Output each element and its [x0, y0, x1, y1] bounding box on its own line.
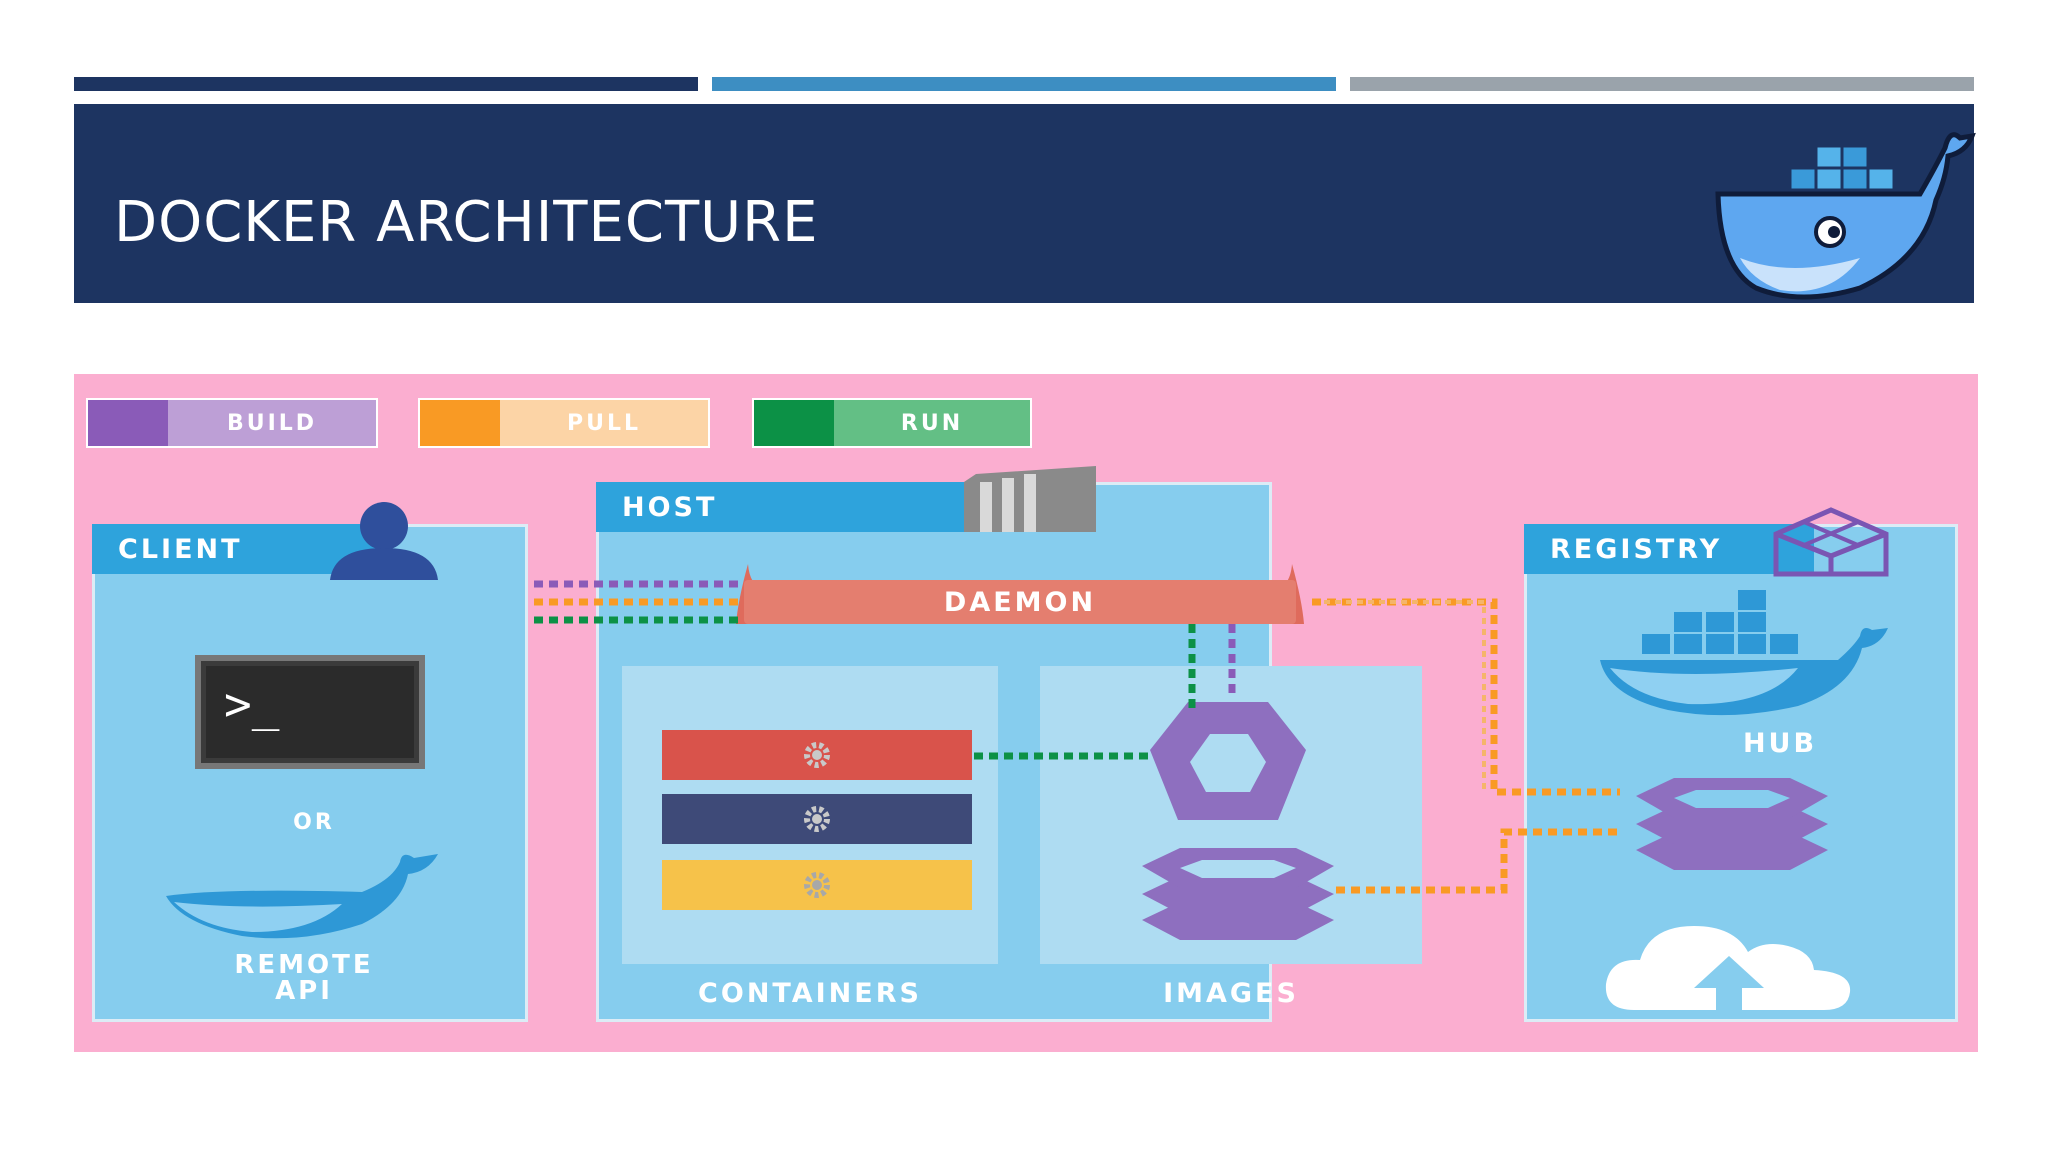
connector-lines [534, 580, 1620, 894]
host-tab: HOST [596, 482, 972, 532]
top-bar-1 [74, 77, 698, 91]
remote-api-label-line1: REMOTE [234, 950, 374, 980]
client-panel [92, 524, 528, 1022]
docker-whale-logo-icon [1715, 132, 1976, 300]
daemon-label: DAEMON [944, 587, 1096, 618]
hub-whale-icon [1600, 590, 1888, 716]
page-title: DOCKER ARCHITECTURE [114, 190, 819, 255]
gear-icon [804, 872, 830, 898]
legend-build-swatch [88, 400, 168, 446]
container-red [662, 730, 972, 780]
legend-pull-swatch [420, 400, 500, 446]
cloud-upload-icon [1605, 926, 1851, 1010]
hub-label: HUB [1742, 728, 1818, 759]
hub-image-stack-icon [1636, 778, 1828, 870]
legend-build-label: BUILD [168, 400, 376, 446]
legend-pull-label: PULL [500, 400, 708, 446]
legend-run: RUN [752, 398, 1032, 448]
top-bar-3 [1350, 77, 1974, 91]
legend-build: BUILD [86, 398, 378, 448]
containers-label: CONTAINERS [698, 978, 922, 1009]
container-navy [662, 794, 972, 844]
client-or-label: OR [293, 810, 335, 835]
user-icon [330, 502, 438, 580]
gear-icon [804, 806, 830, 832]
gear-icon [804, 742, 830, 768]
remote-api-label-line2: API [275, 976, 333, 1006]
top-bar-2 [712, 77, 1336, 91]
registry-cube-icon [1773, 507, 1889, 577]
daemon-banner: DAEMON [736, 564, 1304, 624]
client-tab: CLIENT [92, 524, 382, 574]
image-stack-icon [1142, 848, 1334, 940]
legend-run-swatch [754, 400, 834, 446]
images-label: IMAGES [1163, 978, 1299, 1009]
terminal-icon: >_ [195, 655, 425, 769]
architecture-diagram: BUILD PULL RUN CLIENT >_ OR REMOTE API H… [74, 374, 1978, 1052]
container-yellow [662, 860, 972, 910]
terminal-prompt: >_ [224, 677, 280, 731]
registry-tab: REGISTRY [1524, 524, 1814, 574]
legend-pull: PULL [418, 398, 710, 448]
title-band [74, 104, 1974, 303]
legend-run-label: RUN [834, 400, 1030, 446]
image-icon [1150, 702, 1306, 820]
whale-icon [166, 854, 438, 939]
server-icon [964, 466, 1096, 532]
